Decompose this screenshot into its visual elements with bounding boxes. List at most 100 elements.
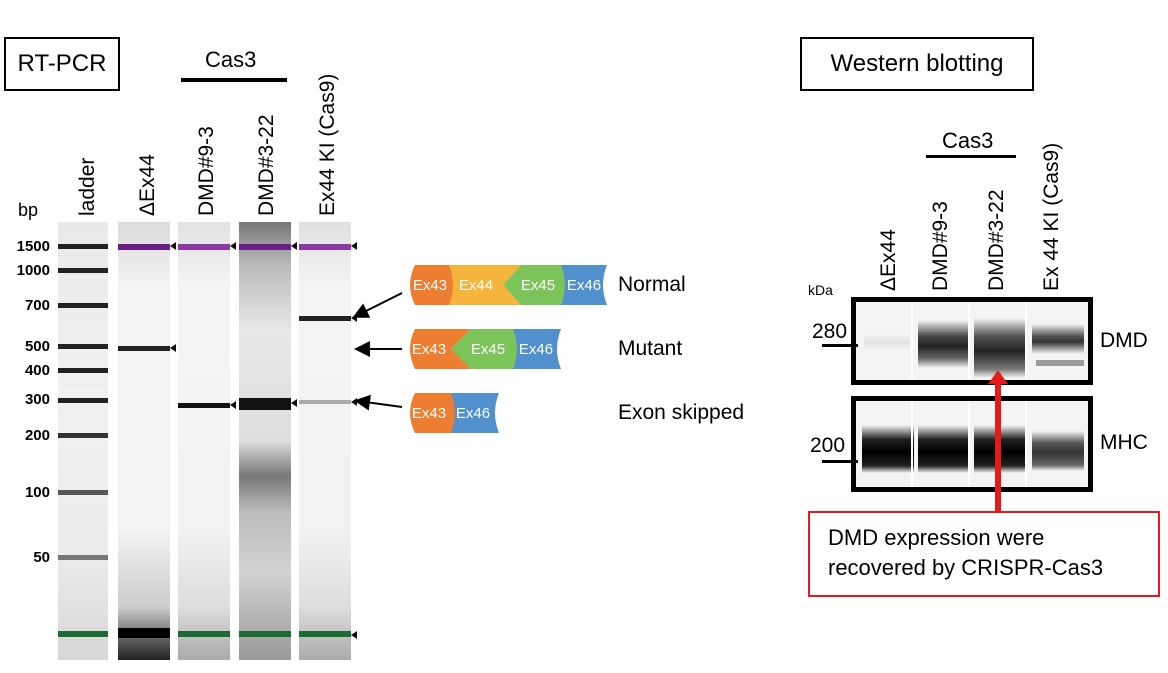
- exon-46-label: Ex46: [455, 404, 491, 422]
- marker-280-tick: [822, 344, 858, 347]
- exon-row-skipped: Ex43 Ex46: [405, 393, 505, 433]
- gel-band: [58, 555, 108, 560]
- lane-label-ladder: ladder: [76, 157, 99, 216]
- exon-46-label: Ex46: [566, 276, 602, 294]
- wb-band: [862, 425, 914, 473]
- band-marker-icon: [170, 242, 176, 250]
- mhc-blot-lane-divider: [911, 401, 913, 487]
- rt-pcr-cas3-bracket: [181, 78, 287, 82]
- gel-lane-ex44-ki: [299, 222, 351, 660]
- band-marker-icon: [351, 631, 357, 639]
- normal-arrow: [352, 292, 403, 318]
- kda-label: kDa: [808, 282, 833, 298]
- wb-band: [1032, 324, 1084, 354]
- red-annotation-arrow: [988, 370, 1008, 515]
- exon-43-label: Ex43: [412, 276, 448, 294]
- band-marker-icon: [351, 242, 357, 250]
- gel-marker-band-lower: [58, 631, 108, 637]
- rt-pcr-title: RT-PCR: [4, 37, 120, 91]
- rt-pcr-title-text: RT-PCR: [17, 50, 107, 77]
- gel-band: [299, 400, 351, 404]
- gel-marker-band-lower: [239, 631, 291, 637]
- gel-band: [58, 368, 108, 373]
- gel-band: [118, 346, 170, 351]
- exon-46-shape: [561, 265, 607, 305]
- wb-lane-label-dmd3-22: DMD#3-22: [985, 189, 1008, 291]
- western-cas3-bracket: [926, 155, 1016, 158]
- exon-row-shapes: [410, 329, 561, 369]
- wb-band: [864, 334, 910, 350]
- ladder-size-label: 200: [24, 427, 50, 444]
- western-title: Western blotting: [800, 37, 1034, 91]
- gel-band: [58, 244, 108, 249]
- wb-lane-label-ex44-ki: Ex 44 KI (Cas9): [1040, 142, 1063, 291]
- lane-label-dex44: ΔEx44: [136, 154, 159, 216]
- exon-44-label: Ex44: [458, 276, 494, 294]
- band-marker-icon: [351, 398, 357, 406]
- mhc-blot-lane-divider: [968, 401, 970, 487]
- lane-label-dmd9-3: DMD#9-3: [195, 126, 218, 216]
- ladder-size-label: 700: [24, 297, 50, 314]
- gel-marker-band-lower: [178, 631, 230, 637]
- annotation-line-2: recovered by CRISPR-Cas3: [828, 555, 1104, 580]
- gel-band: [178, 403, 230, 408]
- band-marker-icon: [170, 344, 176, 352]
- arrow-head: [988, 370, 1008, 384]
- mutant-label: Mutant: [618, 337, 683, 360]
- band-marker-icon: [351, 314, 357, 322]
- gel-marker-band-upper: [118, 244, 170, 250]
- wb-band: [918, 425, 970, 473]
- gel-lane-dmd9-3: [178, 222, 230, 660]
- annotation-line-1: DMD expression were: [828, 525, 1045, 550]
- dmd-band-label: DMD: [1100, 329, 1148, 352]
- exon-46-shape: [513, 329, 561, 369]
- wb-lane-label-dex44: ΔEx44: [877, 229, 900, 291]
- annotation-box: DMD expression were recovered by CRISPR-…: [808, 511, 1160, 597]
- western-cas3-label: Cas3: [942, 128, 994, 153]
- gel-band: [58, 490, 108, 495]
- mhc-blot: [851, 396, 1093, 492]
- band-marker-icon: [230, 401, 236, 409]
- wb-band: [1036, 360, 1084, 366]
- exon-45-shape: [503, 265, 565, 305]
- mhc-blot-lane-divider: [1025, 401, 1027, 487]
- gel-band: [58, 268, 108, 273]
- exon-45-label: Ex45: [520, 276, 556, 294]
- gel-band: [299, 316, 351, 321]
- gel-band: [239, 398, 291, 410]
- band-marker-icon: [291, 242, 297, 250]
- gel-band: [58, 398, 108, 403]
- wb-band: [918, 320, 970, 368]
- rt-pcr-cas3-label: Cas3: [205, 47, 257, 72]
- exon-row-mutant: Ex43 Ex45 Ex46: [405, 329, 565, 369]
- dmd-blot-lane-divider: [1025, 302, 1027, 380]
- gel-lane-dmd3-22: [239, 222, 291, 660]
- gel-marker-band-lower: [299, 631, 351, 637]
- exon-row-shapes: [410, 393, 499, 433]
- marker-200-tick: [822, 460, 858, 463]
- exon-43-label: Ex43: [411, 404, 447, 422]
- marker-200-label: 200: [810, 434, 846, 457]
- exon-43-shape: [410, 329, 471, 369]
- exon-45-shape: [451, 329, 517, 369]
- ladder-size-label: 100: [24, 484, 50, 501]
- lane-label-ex44-ki: Ex44 KI (Cas9): [316, 73, 339, 216]
- exon-skipped-label: Exon skipped: [618, 401, 745, 424]
- gel-marker-band-upper: [178, 244, 230, 250]
- dmd-blot-lane-divider: [968, 302, 970, 380]
- arrow-shaft: [995, 382, 1001, 515]
- wb-lane-label-dmd9-3: DMD#9-3: [929, 201, 952, 291]
- gel-band: [58, 433, 108, 438]
- exon-43-shape: [410, 265, 457, 305]
- gel-lane-dex44: [118, 222, 170, 660]
- ladder-size-label: 400: [24, 362, 50, 379]
- dmd-blot-lane-divider: [911, 302, 913, 380]
- ladder-size-label: 50: [33, 549, 50, 566]
- band-to-diagram-arrows: [352, 292, 403, 411]
- gel-band: [58, 344, 108, 349]
- ladder-size-label: 500: [24, 338, 50, 355]
- marker-280-label: 280: [812, 320, 848, 343]
- western-title-text: Western blotting: [830, 50, 1004, 77]
- ladder-size-label: 300: [24, 391, 50, 408]
- exon-46-label: Ex46: [518, 340, 554, 358]
